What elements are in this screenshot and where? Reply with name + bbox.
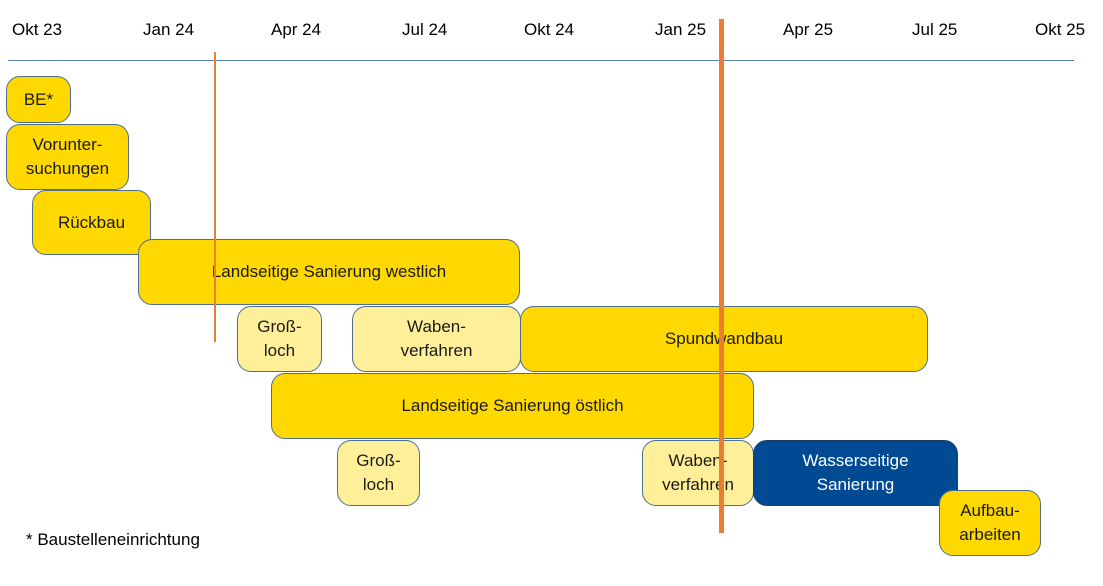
task-voruntersuchungen: Vorunter- suchungen: [6, 124, 129, 190]
task-be: BE*: [6, 76, 71, 123]
task-wabenverfahren-ost: Waben- verfahren: [642, 440, 754, 506]
tick-label: Jul 25: [912, 20, 958, 39]
tick-label: Apr 25: [783, 20, 834, 39]
task-spundwandbau: Spundwandbau: [520, 306, 928, 372]
tick-label: Okt 24: [524, 20, 575, 39]
task-rueckbau: Rückbau: [32, 190, 151, 255]
task-grossloch-west: Groß- loch: [237, 306, 322, 372]
task-landseitige-sanierung-westlich: Landseitige Sanierung westlich: [138, 239, 520, 305]
current-date-marker: [719, 19, 724, 533]
tick-label: Apr 24: [271, 20, 322, 39]
tick-label: Jan 25: [655, 20, 707, 39]
task-wasserseitige-sanierung: Wasserseitige Sanierung: [753, 440, 958, 506]
tick-label: Okt 25: [1035, 20, 1086, 39]
tick-label: Okt 23: [12, 20, 63, 39]
timeline-axis-line: [8, 60, 1074, 61]
past-date-marker: [214, 52, 216, 342]
task-wabenverfahren-west: Waben- verfahren: [352, 306, 521, 372]
tick-label: Jan 24: [143, 20, 195, 39]
task-aufbauarbeiten: Aufbau- arbeiten: [939, 490, 1041, 556]
task-landseitige-sanierung-oestlich: Landseitige Sanierung östlich: [271, 373, 754, 439]
task-grossloch-ost: Groß- loch: [337, 440, 420, 506]
tick-label: Jul 24: [402, 20, 448, 39]
footnote: * Baustelleneinrichtung: [26, 530, 200, 549]
